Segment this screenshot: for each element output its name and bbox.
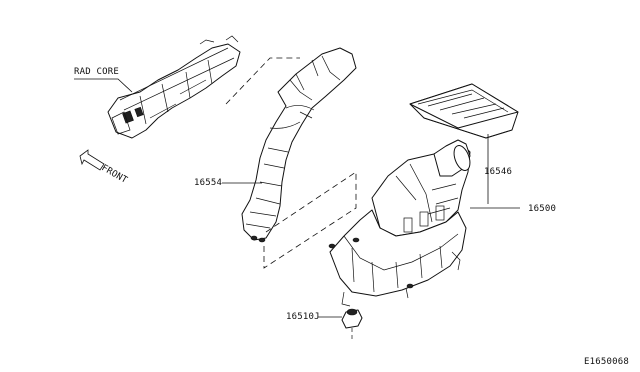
radiator-core-support [107,35,241,139]
front-arrow-icon [79,149,105,171]
part-number-16510j: 16510J [286,312,320,322]
part-number-16500: 16500 [528,204,557,214]
air-cleaner-mount [341,308,363,342]
part-number-16546: 16546 [484,167,513,177]
rad-core-label: RAD CORE [74,67,119,77]
air-filter-element [409,83,519,139]
air-inlet-duct [241,47,357,243]
diagram-id: E1650068 [584,357,629,367]
dashed-link-upper [225,57,300,105]
rad-core-leader [74,78,133,93]
dashed-link-lower [263,171,357,269]
part-number-16554: 16554 [194,178,223,188]
air-cleaner-body [328,139,471,307]
